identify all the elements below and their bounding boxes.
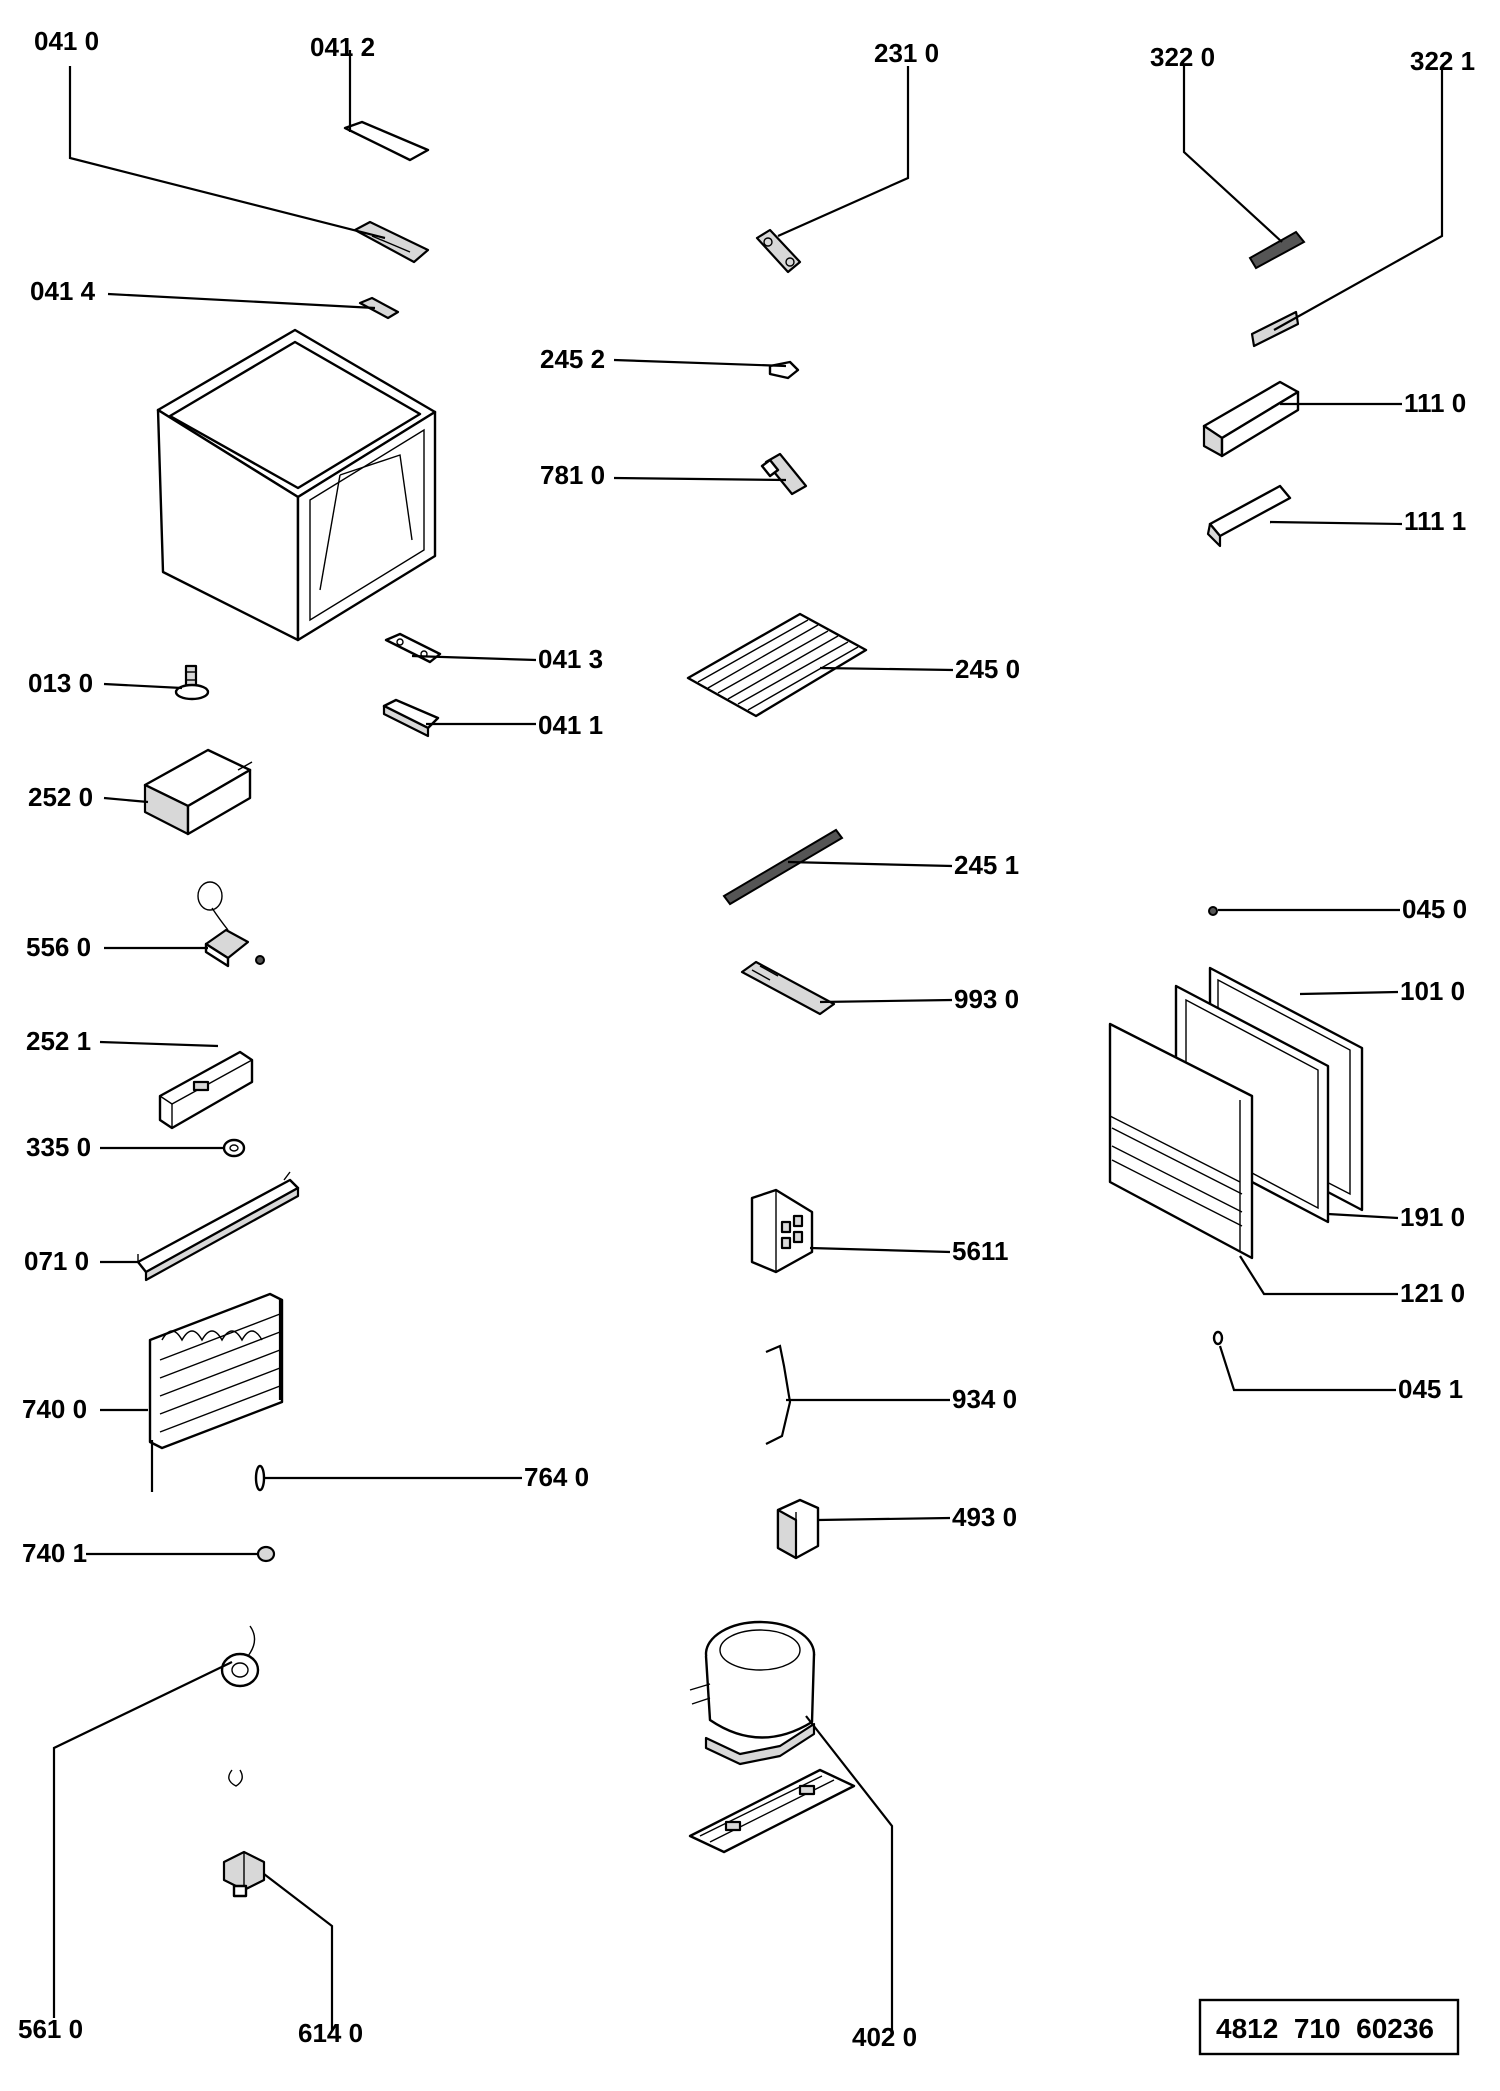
- label-7401: 740 1: [22, 1538, 87, 1568]
- label-1210: 121 0: [1400, 1278, 1465, 1308]
- label-0451: 045 1: [1398, 1374, 1463, 1404]
- part-5610-coil: [220, 1625, 260, 1787]
- label-0412: 041 2: [310, 32, 375, 62]
- part-9930-strip: [740, 960, 836, 1016]
- part-0710-rail: [136, 1171, 300, 1282]
- part-0411-bracket: [382, 698, 440, 738]
- label-3221: 322 1: [1410, 46, 1475, 76]
- label-0413: 041 3: [538, 644, 603, 674]
- part-5611-relay: [750, 1188, 814, 1274]
- document-code-box: 4812 710 60236: [1198, 1998, 1460, 2056]
- part-4930-box: [776, 1498, 820, 1560]
- cabinet-body: [156, 328, 437, 642]
- part-7400-condenser: [148, 1292, 284, 1492]
- part-2452-clip: [768, 360, 800, 380]
- part-5560-thermostat: [197, 881, 265, 968]
- label-1910: 191 0: [1400, 1202, 1465, 1232]
- part-0451-screw: [1212, 1330, 1224, 1346]
- document-code: 4812 710 60236: [1216, 2013, 1434, 2044]
- part-1110-box: [1202, 380, 1300, 458]
- label-2451: 245 1: [954, 850, 1019, 880]
- label-2452: 245 2: [540, 344, 605, 374]
- part-7401-drier: [256, 1545, 276, 1563]
- label-3350: 335 0: [26, 1132, 91, 1162]
- part-2310-hinge: [755, 228, 802, 274]
- part-3350-ring: [222, 1138, 246, 1158]
- part-2451-rod: [722, 828, 844, 906]
- label-1010: 101 0: [1400, 976, 1465, 1006]
- part-6140-clip: [222, 1850, 266, 1898]
- label-5610: 561 0: [18, 2014, 83, 2044]
- part-2450-shelf: [686, 612, 868, 718]
- label-6140: 614 0: [298, 2018, 363, 2048]
- part-4020-compressor: [688, 1620, 856, 1854]
- label-5611: 5611: [952, 1236, 1008, 1266]
- label-2310: 231 0: [874, 38, 939, 68]
- label-2521: 252 1: [26, 1026, 91, 1056]
- part-9340-wire: [765, 1344, 792, 1445]
- label-9930: 993 0: [954, 984, 1019, 1014]
- part-1111-cover: [1206, 484, 1292, 548]
- label-0410: 041 0: [34, 26, 99, 56]
- label-2520: 252 0: [28, 782, 93, 812]
- part-2521-bracket: [158, 1050, 254, 1130]
- part-7810-block: [760, 452, 808, 496]
- label-1111: 111 1: [1404, 506, 1466, 536]
- part-labels: 041 0 041 2 231 0 322 0 322 1 041 4 245 …: [18, 26, 1475, 2052]
- label-4020: 402 0: [852, 2022, 917, 2052]
- label-7400: 740 0: [22, 1394, 87, 1424]
- part-0410-bracket: [353, 220, 430, 264]
- door-assembly: [1108, 966, 1364, 1260]
- label-0450: 045 0: [1402, 894, 1467, 924]
- label-7810: 781 0: [540, 460, 605, 490]
- part-0413-bracket: [384, 632, 442, 664]
- part-0130-foot: [174, 664, 210, 701]
- label-7640: 764 0: [524, 1462, 589, 1492]
- part-0450-dot: [1208, 906, 1218, 916]
- part-0412-plate: [343, 120, 430, 162]
- label-5560: 556 0: [26, 932, 91, 962]
- label-1110: 111 0: [1404, 388, 1466, 418]
- label-2450: 245 0: [955, 654, 1020, 684]
- label-9340: 934 0: [952, 1384, 1017, 1414]
- part-2520-control-box: [143, 748, 253, 836]
- label-0130: 013 0: [28, 668, 93, 698]
- label-0414: 041 4: [30, 276, 96, 306]
- part-7640-pin: [254, 1464, 266, 1492]
- label-0710: 071 0: [24, 1246, 89, 1276]
- label-3220: 322 0: [1150, 42, 1215, 72]
- part-0414-clip: [358, 296, 400, 320]
- label-4930: 493 0: [952, 1502, 1017, 1532]
- label-0411: 041 1: [538, 710, 603, 740]
- leader-lines: [52, 50, 1444, 2030]
